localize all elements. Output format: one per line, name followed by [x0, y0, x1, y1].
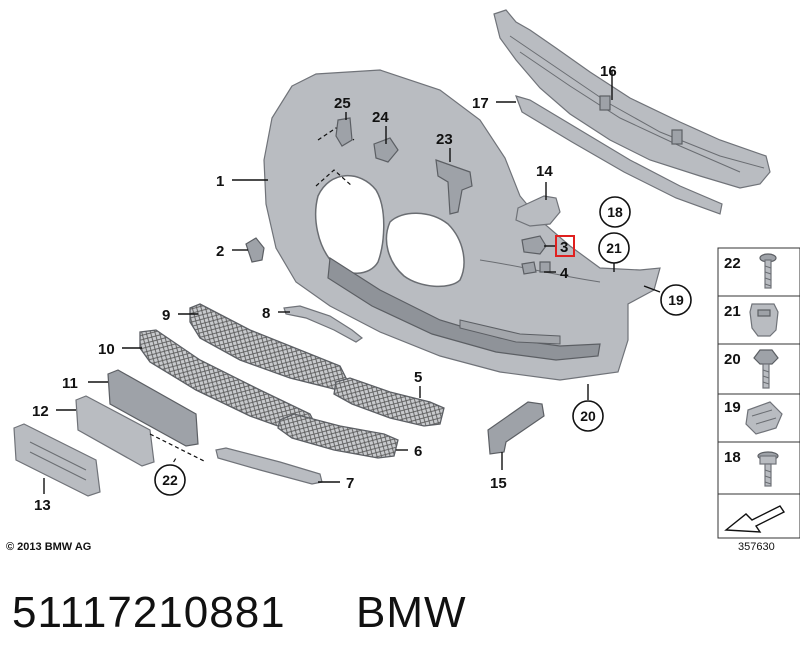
svg-text:22: 22: [162, 472, 178, 488]
part-8-trim-strip: [283, 305, 364, 343]
spring-nut-icon: [745, 401, 783, 435]
circled-18: 18: [599, 196, 631, 228]
label-5: 5: [414, 369, 422, 386]
direction-arrow-icon: [724, 505, 786, 533]
legend-label-19: 19: [724, 399, 741, 416]
hex-screw-icon: [753, 349, 779, 389]
part-7-lower-strip: [215, 447, 323, 485]
screw-icon: [759, 253, 777, 289]
circled-20: 20: [572, 400, 604, 432]
label-24: 24: [372, 109, 389, 126]
label-1: 1: [216, 173, 224, 190]
part-11-plate-base: [107, 369, 199, 447]
circled-19: 19: [660, 284, 692, 316]
circled-21: 21: [598, 232, 630, 264]
part-15-bracket: [487, 401, 545, 455]
label-7: 7: [346, 475, 354, 492]
collar-screw-icon: [757, 451, 779, 487]
part-16-bumper-carrier: [493, 9, 771, 189]
label-11: 11: [62, 375, 78, 392]
label-16: 16: [600, 63, 617, 80]
label-2: 2: [216, 243, 224, 260]
legend-label-21: 21: [724, 303, 741, 320]
part-17-strip: [515, 95, 723, 215]
part-2-plug: [245, 237, 265, 263]
fastener-legend: 22 21 20 19 18: [717, 247, 800, 539]
part-24-clip: [373, 137, 399, 163]
leader-lines: [43, 70, 661, 494]
label-25: 25: [334, 95, 351, 112]
label-10: 10: [98, 341, 115, 358]
part-3-holder: [521, 235, 547, 255]
legend-label-22: 22: [724, 255, 741, 272]
copyright-text: © 2013 BMW AG: [6, 541, 92, 553]
part-23-bracket: [435, 159, 473, 215]
part-6-side-grille-left: [277, 413, 399, 459]
part-5-side-grille-right: [333, 377, 445, 427]
part-13-plate-bracket: [13, 423, 101, 497]
part-number: 51117210881: [12, 588, 286, 637]
circled-22: 22: [154, 464, 186, 496]
label-4: 4: [560, 265, 569, 282]
label-15: 15: [490, 475, 507, 492]
label-3: 3: [560, 239, 568, 256]
highlight-box-3: [555, 235, 575, 257]
svg-text:18: 18: [607, 204, 623, 220]
part-12-plate-holder: [75, 395, 155, 467]
label-8: 8: [262, 305, 270, 322]
label-14: 14: [536, 163, 553, 180]
label-12: 12: [32, 403, 49, 420]
label-17: 17: [472, 95, 489, 112]
label-9: 9: [162, 307, 170, 324]
label-13: 13: [34, 497, 51, 514]
part-25-bracket: [335, 117, 353, 147]
svg-text:21: 21: [606, 240, 622, 256]
label-6: 6: [414, 443, 422, 460]
brand-name: BMW: [356, 588, 467, 637]
svg-text:20: 20: [580, 408, 596, 424]
label-23: 23: [436, 131, 453, 148]
diagram-number: 357630: [738, 541, 775, 553]
expanding-nut-icon: [749, 303, 779, 337]
svg-text:19: 19: [668, 292, 684, 308]
legend-label-20: 20: [724, 351, 741, 368]
legend-label-18: 18: [724, 449, 741, 466]
